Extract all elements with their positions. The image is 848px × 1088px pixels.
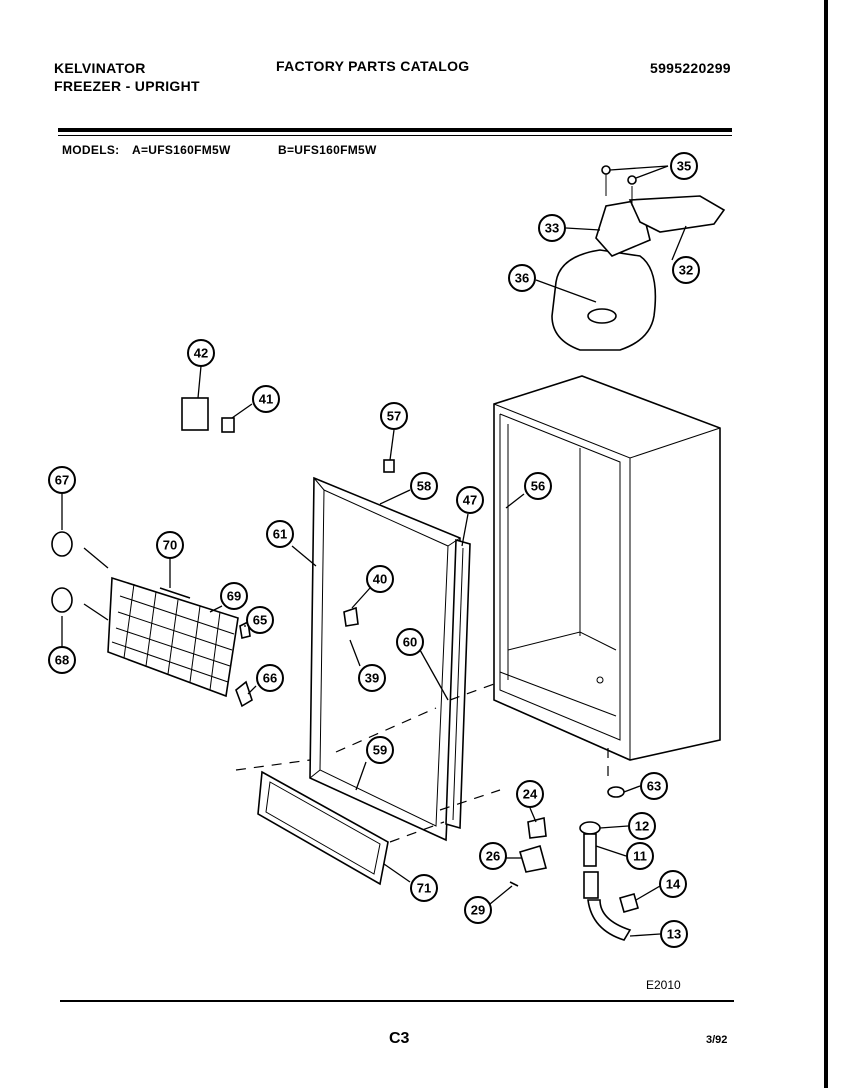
callout-61: 61 xyxy=(266,520,294,548)
svg-text:68: 68 xyxy=(55,653,69,668)
callout-35: 35 xyxy=(670,152,698,180)
kick-plate xyxy=(257,770,389,886)
footer-rule xyxy=(60,1000,734,1002)
model-b: B=UFS160FM5W xyxy=(278,143,377,157)
drain-cap xyxy=(579,821,601,835)
svg-text:26: 26 xyxy=(486,849,500,864)
door-frame xyxy=(309,476,461,842)
svg-text:12: 12 xyxy=(635,819,649,834)
svg-text:63: 63 xyxy=(647,779,661,794)
callout-14: 14 xyxy=(659,870,687,898)
svg-text:61: 61 xyxy=(273,527,287,542)
callout-41: 41 xyxy=(252,385,280,413)
callout-32: 32 xyxy=(672,256,700,284)
svg-text:41: 41 xyxy=(259,392,273,407)
callout-68: 68 xyxy=(48,646,76,674)
callout-59: 59 xyxy=(366,736,394,764)
svg-text:32: 32 xyxy=(679,263,693,278)
callout-12: 12 xyxy=(628,812,656,840)
svg-text:13: 13 xyxy=(667,927,681,942)
svg-text:56: 56 xyxy=(531,479,545,494)
callout-36: 36 xyxy=(508,264,536,292)
brand-name: KELVINATOR xyxy=(54,60,146,76)
cap-plug xyxy=(383,459,395,473)
svg-text:57: 57 xyxy=(387,409,401,424)
callout-63: 63 xyxy=(640,772,668,800)
diagram-code: E2010 xyxy=(646,978,681,992)
callout-57: 57 xyxy=(380,402,408,430)
drain-tube xyxy=(583,871,599,899)
handle-end-upper xyxy=(51,531,73,557)
svg-text:35: 35 xyxy=(677,159,691,174)
door-gasket xyxy=(445,538,471,830)
svg-text:71: 71 xyxy=(417,881,431,896)
header-rule-thin xyxy=(58,135,732,136)
svg-text:40: 40 xyxy=(373,572,387,587)
callout-67: 67 xyxy=(48,466,76,494)
basket-grille xyxy=(107,576,239,698)
callout-29: 29 xyxy=(464,896,492,924)
svg-text:24: 24 xyxy=(523,787,538,802)
drain-fitting xyxy=(583,833,597,867)
callout-56: 56 xyxy=(524,472,552,500)
model-a: A=UFS160FM5W xyxy=(132,143,231,157)
page-code: C3 xyxy=(389,1030,410,1047)
small-clip xyxy=(221,417,235,433)
callout-71: 71 xyxy=(410,874,438,902)
svg-text:11: 11 xyxy=(633,849,647,864)
hinge-part xyxy=(181,397,209,431)
callout-24: 24 xyxy=(516,780,544,808)
callout-40: 40 xyxy=(366,565,394,593)
shelf-bar xyxy=(159,587,191,599)
callout-70: 70 xyxy=(156,531,184,559)
svg-text:69: 69 xyxy=(227,589,241,604)
page-edge-bar xyxy=(824,0,828,1088)
latch-part xyxy=(235,680,253,708)
callout-11: 11 xyxy=(626,842,654,870)
callout-33: 33 xyxy=(538,214,566,242)
thermostat-body xyxy=(519,844,547,873)
catalog-number: 5995220299 xyxy=(650,60,731,76)
svg-text:42: 42 xyxy=(194,346,208,361)
models-label: MODELS: xyxy=(62,143,120,157)
svg-text:67: 67 xyxy=(55,473,69,488)
product-type: FREEZER - UPRIGHT xyxy=(54,78,200,94)
svg-text:39: 39 xyxy=(365,671,379,686)
callout-66: 66 xyxy=(256,664,284,692)
svg-text:66: 66 xyxy=(263,671,277,686)
callout-42: 42 xyxy=(187,339,215,367)
svg-text:60: 60 xyxy=(403,635,417,650)
callout-65: 65 xyxy=(246,606,274,634)
catalog-title: FACTORY PARTS CATALOG xyxy=(276,58,470,74)
drain-hose xyxy=(587,899,632,941)
svg-text:36: 36 xyxy=(515,271,529,286)
svg-text:47: 47 xyxy=(463,493,477,508)
callout-60: 60 xyxy=(396,628,424,656)
thermostat-sensor xyxy=(509,881,519,887)
handle-end-lower xyxy=(51,587,73,613)
thermostat-knob xyxy=(527,817,547,839)
svg-text:59: 59 xyxy=(373,743,387,758)
svg-text:33: 33 xyxy=(545,221,559,236)
door-clip xyxy=(343,606,359,627)
callout-58: 58 xyxy=(410,472,438,500)
svg-text:14: 14 xyxy=(666,877,681,892)
callout-47: 47 xyxy=(456,486,484,514)
callout-69: 69 xyxy=(220,582,248,610)
svg-text:65: 65 xyxy=(253,613,267,628)
svg-text:58: 58 xyxy=(417,479,431,494)
compressor-assembly xyxy=(551,165,726,351)
header-rule xyxy=(58,128,732,132)
cabinet-body xyxy=(493,375,721,761)
hose-clamp xyxy=(619,893,639,913)
svg-text:29: 29 xyxy=(471,903,485,918)
leveling-foot xyxy=(607,786,625,798)
svg-text:70: 70 xyxy=(163,538,177,553)
revision-date: 3/92 xyxy=(706,1034,728,1046)
callout-39: 39 xyxy=(358,664,386,692)
callout-26: 26 xyxy=(479,842,507,870)
callout-13: 13 xyxy=(660,920,688,948)
